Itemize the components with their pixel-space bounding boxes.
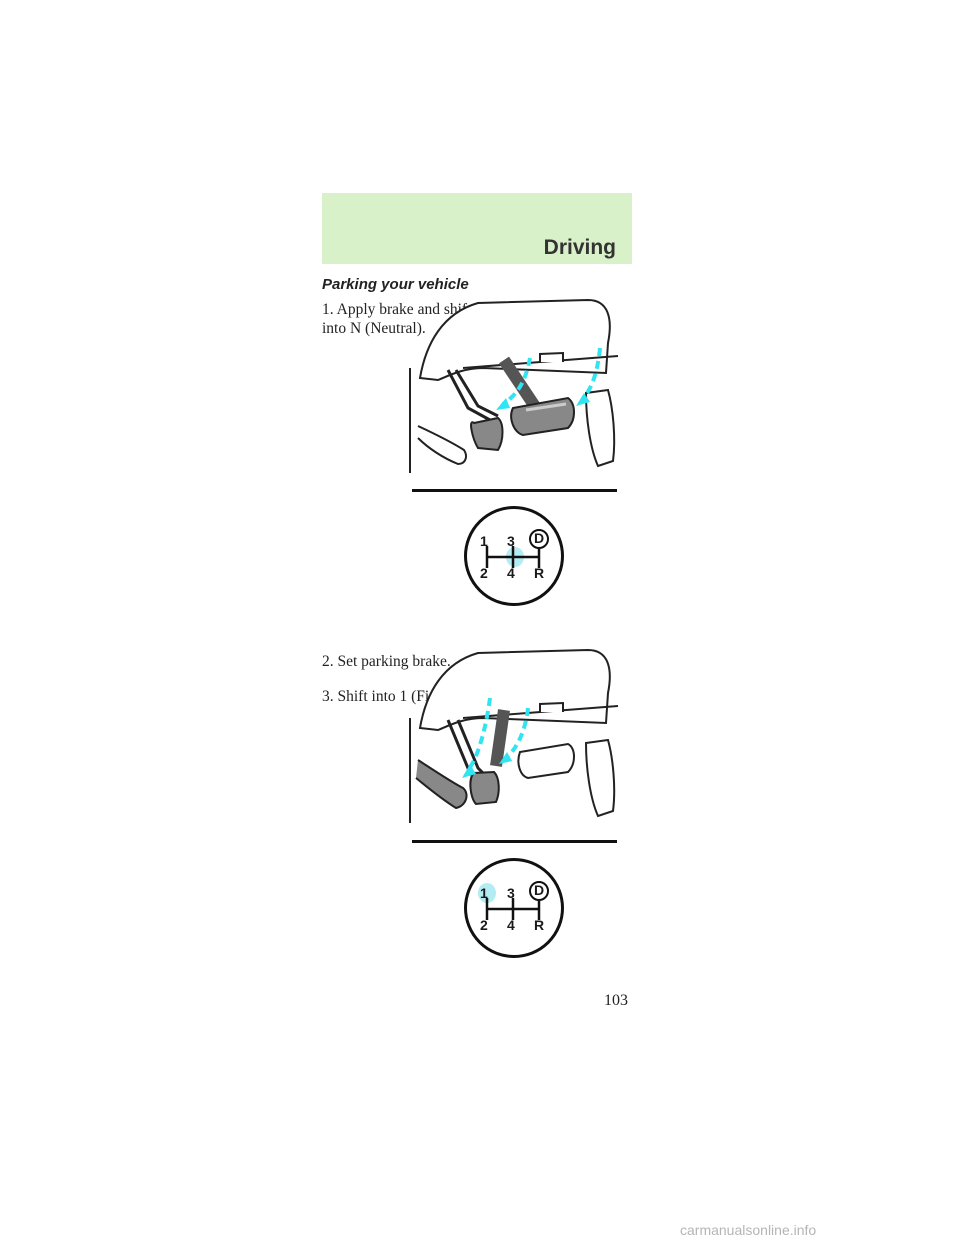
gear-diagram-neutral: 1 3 D 2 4 R [464,506,564,606]
step-2: 2. Set parking brake. [322,653,451,670]
divider-2 [412,840,617,843]
chapter-title: Driving [543,236,616,259]
section-title: Parking your vehicle [322,276,469,293]
gear-label-2: 2 [480,917,488,933]
gear-label-d: D [534,530,545,546]
drive-circle [529,881,549,901]
gear-diagram-first: 1 3 D 2 4 R [464,858,564,958]
gear-label-r: R [534,565,545,581]
page-number: 103 [604,992,628,1009]
drive-circle [529,529,549,549]
gear-label-3: 3 [507,885,515,901]
first-highlight [478,883,496,903]
gear-label-r: R [534,917,545,933]
pedals-illustration-1 [409,298,619,473]
gear-label-d: D [534,882,545,898]
gear-label-1: 1 [480,885,488,901]
watermark: carmanualsonline.info [680,1222,817,1238]
gear-label-4: 4 [507,917,515,933]
divider-1 [412,489,617,492]
chapter-header-band: Driving [322,193,632,264]
step-1: 1. Apply brake and shift into N (Neutral… [322,301,472,337]
gear-label-1: 1 [480,533,488,549]
gear-label-2: 2 [480,565,488,581]
pedals-illustration-2 [409,648,619,823]
gear-label-4: 4 [507,565,515,581]
step-3: 3. Shift into 1 (First). [322,688,454,705]
gear-label-3: 3 [507,533,515,549]
